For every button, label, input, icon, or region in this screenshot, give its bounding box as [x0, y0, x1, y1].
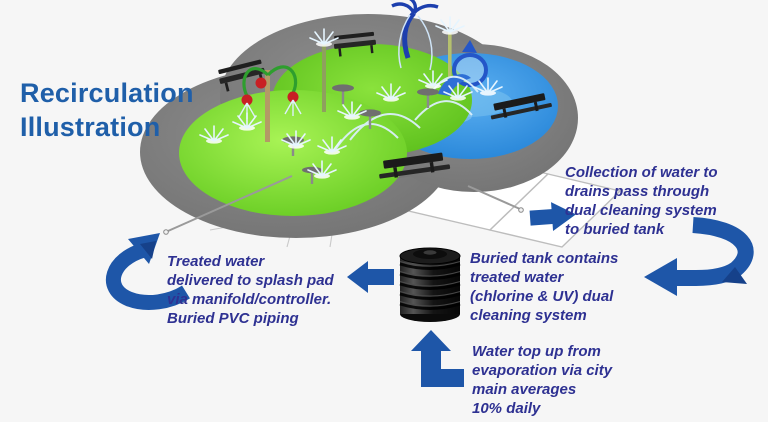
- water-arc-jets: [334, 75, 479, 151]
- cherry-arch-spray-feature: [238, 65, 302, 142]
- flow-arrow-supply-to-pad: [105, 233, 190, 310]
- storage-tank: [399, 247, 461, 322]
- picnic-table: [379, 152, 451, 179]
- picnic-table: [490, 93, 552, 120]
- palm-spray-feature: [391, 0, 439, 71]
- flow-arrow-topup-to-tank: [411, 330, 464, 387]
- label-buried-tank: Buried tank contains treated water (chlo…: [470, 250, 619, 324]
- label-collection-of-water: Collection of water to drains pass throu…: [565, 164, 718, 238]
- flow-arrow-collection-to-tank: [644, 217, 754, 296]
- reed-pole-feature: [322, 30, 452, 112]
- label-water-top-up: Water top up from evaporation via city m…: [472, 343, 613, 417]
- label-treated-water-delivery: Treated water delivered to splash pad vi…: [167, 253, 334, 327]
- park-bench: [333, 31, 377, 57]
- mushroom-platforms: [282, 84, 439, 184]
- park-bench: [218, 59, 265, 92]
- buried-pipe-lines: [163, 175, 524, 235]
- flow-arrow-tank-to-supply: [347, 261, 394, 293]
- flow-arrow-drain-to-text: [529, 202, 576, 232]
- diagram-title: Recirculation Illustration: [20, 78, 194, 142]
